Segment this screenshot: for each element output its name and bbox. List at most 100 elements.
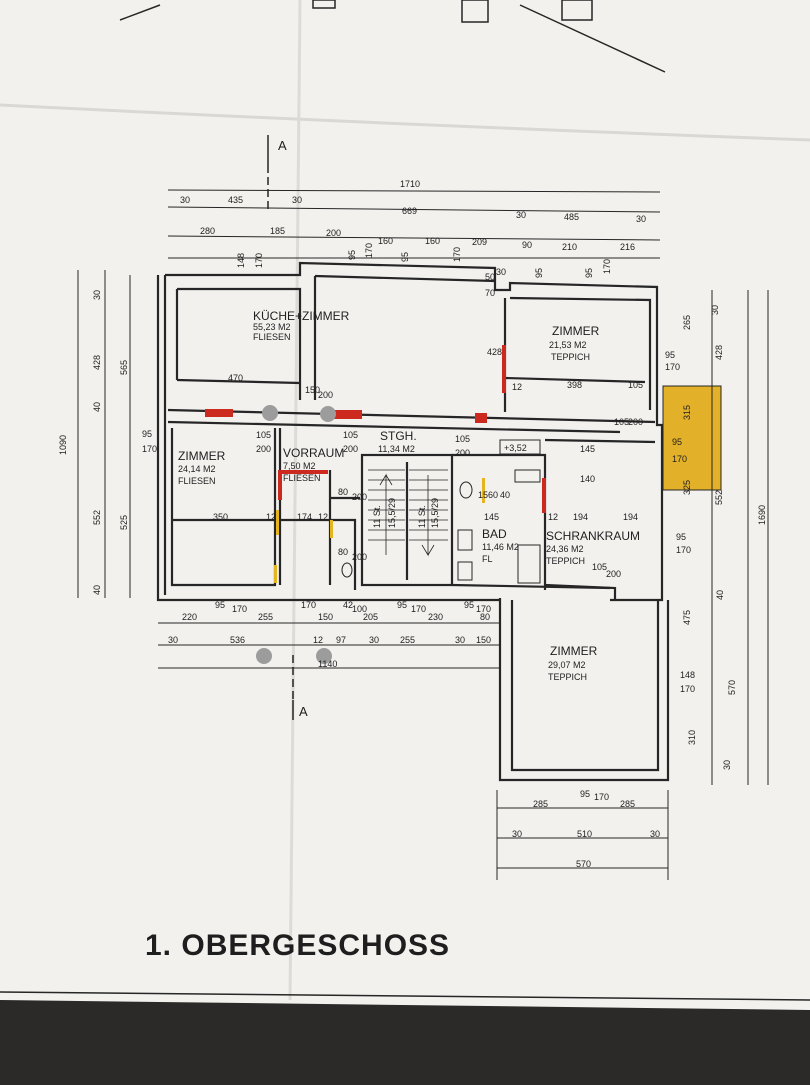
dimension-label: 170 xyxy=(452,247,462,262)
dimension-label: 170 xyxy=(476,604,491,614)
dimension-label: 570 xyxy=(576,859,591,869)
balcony xyxy=(662,385,722,491)
dimension-label: 95 xyxy=(665,350,675,360)
dimension-label: 40 xyxy=(715,590,725,600)
dimension-label: 95 xyxy=(142,429,152,439)
dimension-label: 200 xyxy=(628,417,643,427)
dimension-label: 216 xyxy=(620,242,635,252)
dimension-label: 209 xyxy=(472,237,487,247)
dimension-label: 150 xyxy=(305,385,320,395)
dimension-label: 105 xyxy=(628,380,643,390)
dimension-label: 95 xyxy=(580,789,590,799)
dimension-label: 1710 xyxy=(400,179,420,189)
room-area: 11,46 M2 xyxy=(482,542,519,552)
dimension-label: 105 xyxy=(455,434,470,444)
dimension-label: 95 xyxy=(584,268,594,278)
bathroom-fixtures xyxy=(341,469,541,584)
room-area: 21,53 M2 xyxy=(549,340,587,350)
dimension-label: 30 xyxy=(292,195,302,205)
walls xyxy=(156,261,670,782)
room-floor: TEPPICH xyxy=(546,556,585,566)
dimension-label: 95 xyxy=(347,250,357,260)
section-label-a-bottom: A xyxy=(299,704,308,719)
dimension-label: 145 xyxy=(580,444,595,454)
room-floor: TEPPICH xyxy=(548,672,587,682)
dimension-label: 200 xyxy=(256,444,271,454)
dimension-label: 95 xyxy=(464,600,474,610)
dimension-label: 485 xyxy=(564,212,579,222)
dimension-label: 80 xyxy=(338,487,348,497)
room-floor: FLIESEN xyxy=(253,332,291,342)
dimension-label: 15,5/29 xyxy=(430,498,440,528)
room-floor: FL xyxy=(482,554,493,564)
facade-section xyxy=(119,0,666,73)
dimension-label: 428 xyxy=(92,355,102,370)
dimension-label: 285 xyxy=(620,799,635,809)
dimension-label: 12 xyxy=(313,635,323,645)
dimension-label: 230 xyxy=(428,612,443,622)
dimension-label: 12 xyxy=(512,382,522,392)
dimension-label: 30 xyxy=(636,214,646,224)
dimension-label: 12 xyxy=(548,512,558,522)
dimension-label: 1690 xyxy=(757,505,767,525)
dimension-label: 40 xyxy=(92,402,102,412)
dimension-label: 42 xyxy=(343,600,353,610)
dimension-label: 30 xyxy=(369,635,379,645)
dimension-label: 70 xyxy=(485,288,495,298)
dimension-label: 435 xyxy=(228,195,243,205)
room-name: KÜCHE+ZIMMER xyxy=(253,309,350,323)
dimension-label: 255 xyxy=(258,612,273,622)
dimension-label: 95 xyxy=(676,532,686,542)
room-floor: FLIESEN xyxy=(283,473,321,483)
stair-treads xyxy=(368,469,448,557)
dimension-label: 669 xyxy=(402,206,417,216)
dimension-label: 170 xyxy=(676,545,691,555)
dimension-label: 325 xyxy=(682,480,692,495)
room-name: BAD xyxy=(482,527,507,541)
dimension-label: 12 xyxy=(318,512,328,522)
drawing-title: 1. OBERGESCHOSS xyxy=(145,929,450,962)
dimension-label: 315 xyxy=(682,405,692,420)
dimension-label: 105 xyxy=(256,430,271,440)
dimension-label: 205 xyxy=(363,612,378,622)
dimension-label: 170 xyxy=(142,444,157,454)
room-floor: FLIESEN xyxy=(178,476,216,486)
room-labels: KÜCHE+ZIMMER 55,23 M2 FLIESEN ZIMMER 21,… xyxy=(178,309,640,682)
dimension-label: 255 xyxy=(400,635,415,645)
dimension-label: 80 xyxy=(480,612,490,622)
dimension-label: 475 xyxy=(682,610,692,625)
dimension-label: 100 xyxy=(352,604,367,614)
dimension-label: 30 xyxy=(516,210,526,220)
dimension-label: 510 xyxy=(577,829,592,839)
dimension-label: 525 xyxy=(119,515,129,530)
dimension-label: 220 xyxy=(182,612,197,622)
room-area: 55,23 M2 xyxy=(253,322,291,332)
dimension-label: 185 xyxy=(270,226,285,236)
dimension-label: 30 xyxy=(180,195,190,205)
room-name: ZIMMER xyxy=(178,449,226,463)
dimension-label: 30 xyxy=(710,305,720,315)
dimension-label: 552 xyxy=(92,510,102,525)
dimension-label: 200 xyxy=(326,228,341,238)
dimension-label: 398 xyxy=(567,380,582,390)
dimension-label: 200 xyxy=(352,552,367,562)
dimension-label: 552 xyxy=(714,490,724,505)
dimension-label: 80 xyxy=(338,547,348,557)
level-box xyxy=(499,439,541,455)
dimension-label: 170 xyxy=(602,259,612,274)
dimension-label: 105 xyxy=(614,417,629,427)
dimension-label: 40 xyxy=(92,585,102,595)
room-name: SCHRANKRAUM xyxy=(546,529,640,543)
dimension-label: 170 xyxy=(254,253,264,268)
dimension-label: 265 xyxy=(682,315,692,330)
dimension-label: 280 xyxy=(200,226,215,236)
dimension-label: 15 xyxy=(478,490,488,500)
dimension-label: 170 xyxy=(301,600,316,610)
dimension-label: 1140 xyxy=(318,659,337,669)
wall-markings xyxy=(205,345,546,583)
room-area: 24,36 M2 xyxy=(546,544,584,554)
dimension-label: 12 xyxy=(266,512,276,522)
